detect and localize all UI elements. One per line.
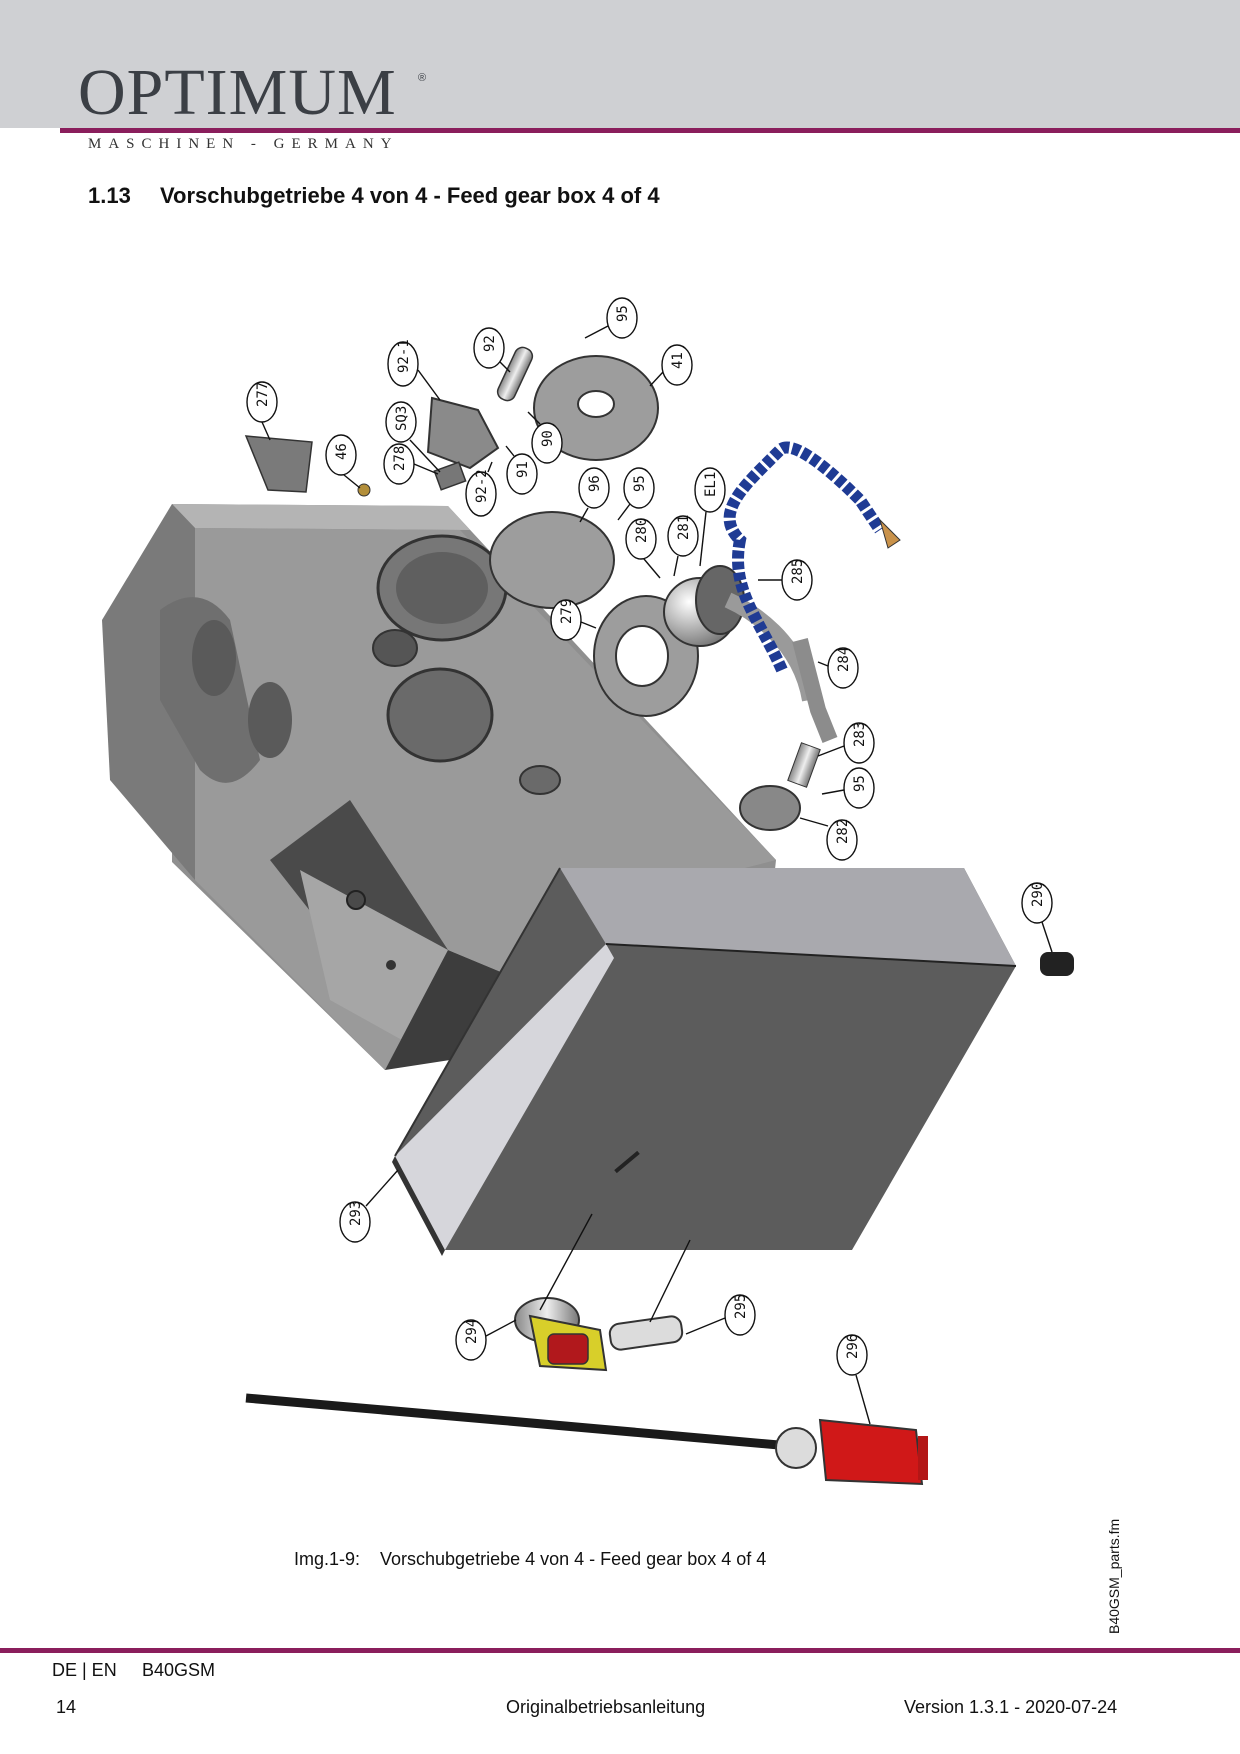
svg-text:294: 294 (464, 1319, 480, 1344)
svg-text:92: 92 (482, 335, 498, 352)
switch-block-92-1 (426, 396, 500, 470)
part-46 (357, 483, 371, 497)
svg-text:92-2: 92-2 (474, 469, 490, 503)
callout-95-mid: 95 (617, 467, 655, 521)
svg-text:290: 290 (1030, 882, 1046, 907)
main-switch-294 (514, 1297, 608, 1372)
callout-282: 282 (799, 817, 858, 861)
footer-doc-type: Originalbetriebsanleitung (506, 1697, 706, 1717)
side-file-name: B40GSM_parts.fm (1106, 1518, 1122, 1634)
svg-text:SQ3: SQ3 (394, 406, 410, 431)
svg-text:95: 95 (615, 305, 631, 322)
limit-switch-sq3 (433, 461, 467, 491)
callout-293: 293 (339, 1169, 399, 1243)
callout-92-1: 92-1 (387, 339, 441, 401)
footer-page-number: 14 (56, 1697, 77, 1717)
nozzle (878, 518, 901, 549)
svg-text:46: 46 (334, 443, 350, 460)
callout-95-top: 95 (584, 297, 638, 339)
svg-text:41: 41 (670, 352, 686, 369)
connector-290 (1040, 952, 1074, 976)
callout-296: 296 (836, 1334, 871, 1425)
pin-92 (496, 346, 534, 402)
header-band (0, 0, 1240, 128)
svg-text:281: 281 (676, 515, 692, 540)
callout-281: 281 (667, 515, 699, 577)
svg-text:295: 295 (733, 1294, 749, 1319)
figure-label: Img.1-9: (294, 1549, 361, 1569)
footer-version: Version 1.3.1 - 2020-07-24 (904, 1697, 1118, 1717)
switch-295 (608, 1315, 684, 1351)
callout-280: 280 (625, 518, 661, 579)
header-rule (60, 128, 1240, 133)
svg-text:293: 293 (348, 1201, 364, 1226)
coolant-hose-285 (723, 441, 885, 673)
svg-text:282: 282 (835, 819, 851, 844)
callout-41: 41 (649, 344, 693, 387)
callout-92-2: 92-2 (465, 461, 497, 517)
svg-text:278: 278 (392, 446, 408, 471)
footer-model: B40GSM (142, 1660, 216, 1680)
section-heading: Vorschubgetriebe 4 von 4 - Feed gear box… (160, 183, 660, 208)
callouts: 277 46 278 SQ3 92-1 92 95 41 90 91 92-2 … (246, 297, 1053, 1425)
svg-text:96: 96 (587, 475, 603, 492)
brand-logo: OPTIMUM (78, 56, 397, 129)
svg-text:280: 280 (634, 518, 650, 543)
svg-text:296: 296 (845, 1334, 861, 1359)
svg-text:91: 91 (515, 461, 531, 478)
section-number: 1.13 (88, 183, 131, 208)
callout-el1: EL1 (694, 467, 726, 567)
svg-text:95: 95 (632, 475, 648, 492)
callout-96: 96 (578, 467, 610, 523)
section-title: 1.13 Vorschubgetriebe 4 von 4 - Feed gear… (88, 183, 660, 209)
power-cable-296 (245, 1393, 928, 1486)
registered-mark: ® (418, 72, 427, 84)
work-lamp-el1 (663, 565, 838, 831)
brand-tagline: MASCHINEN - GERMANY (88, 136, 399, 152)
cover-96 (489, 511, 615, 609)
gearbox-housing (102, 504, 776, 1070)
flange-41 (533, 355, 659, 461)
figure-caption-text: Vorschubgetriebe 4 von 4 - Feed gear box… (380, 1549, 767, 1569)
svg-text:277: 277 (255, 382, 271, 407)
base-282 (739, 785, 801, 831)
callout-279: 279 (550, 599, 597, 641)
electrical-cabinet (392, 867, 1017, 1256)
callout-295: 295 (649, 1239, 756, 1336)
nameplate-277 (244, 435, 313, 493)
callout-91: 91 (505, 445, 538, 495)
callout-284: 284 (817, 647, 859, 689)
footer-languages: DE | EN (52, 1660, 117, 1680)
svg-text:284: 284 (836, 647, 852, 672)
svg-text:92-1: 92-1 (396, 339, 412, 373)
svg-text:EL1: EL1 (703, 472, 719, 497)
callout-285: 285 (758, 559, 813, 601)
callout-90: 90 (527, 411, 563, 464)
svg-text:90: 90 (540, 430, 556, 447)
callout-92: 92 (473, 327, 511, 373)
callout-283: 283 (817, 722, 875, 764)
svg-text:279: 279 (559, 599, 575, 624)
callout-95-low: 95 (821, 767, 875, 809)
svg-text:95: 95 (852, 775, 868, 792)
callout-sq3: SQ3 (385, 401, 441, 473)
callout-294: 294 (455, 1213, 593, 1361)
svg-text:283: 283 (852, 722, 868, 747)
footer-rule (0, 1648, 1240, 1653)
callout-277: 277 (246, 381, 278, 441)
callout-46: 46 (325, 434, 361, 489)
callout-278: 278 (383, 443, 439, 485)
svg-text:285: 285 (790, 559, 806, 584)
figure-caption: Img.1-9: Vorschubgetriebe 4 von 4 - Feed … (294, 1549, 766, 1570)
callout-290: 290 (1021, 882, 1053, 953)
